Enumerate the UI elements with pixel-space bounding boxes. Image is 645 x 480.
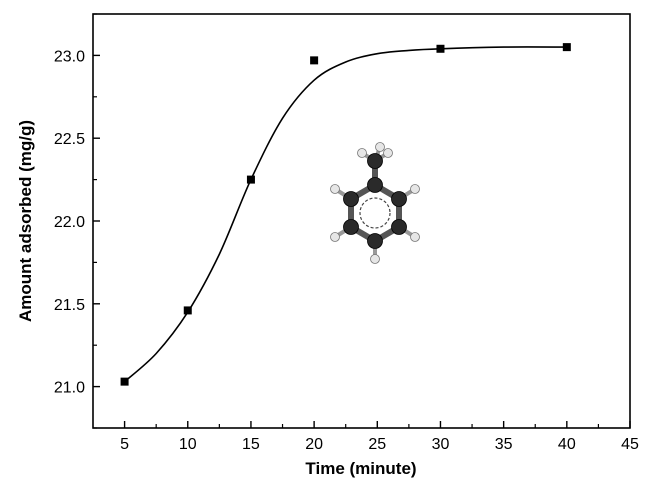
data-point (310, 56, 319, 65)
y-tick-label: 22.5 (54, 131, 85, 148)
data-point (436, 44, 445, 53)
x-tick-label: 30 (432, 436, 450, 453)
data-point (120, 377, 129, 386)
data-point (562, 43, 571, 52)
y-axis-title: Amount adsorbed (mg/g) (16, 120, 35, 322)
data-markers (120, 43, 571, 386)
y-tick-label: 23.0 (54, 48, 85, 65)
x-tick-label: 45 (621, 436, 639, 453)
fit-curve (124, 46, 567, 383)
x-tick-label: 40 (558, 436, 576, 453)
x-tick-label: 10 (179, 436, 197, 453)
data-point (183, 306, 192, 315)
y-tick-label: 22.0 (54, 214, 85, 231)
plot-frame (92, 13, 631, 429)
x-axis-ticks: 5 10 15 20 25 30 35 40 45 (120, 421, 639, 453)
x-axis-title: Time (minute) (305, 459, 416, 478)
x-tick-label: 15 (242, 436, 260, 453)
x-tick-label: 25 (368, 436, 386, 453)
toluene-molecule-icon (330, 142, 420, 264)
y-tick-label: 21.0 (54, 380, 85, 397)
x-tick-label: 5 (120, 436, 129, 453)
y-axis-ticks: 21.0 21.5 22.0 22.5 23.0 (54, 13, 100, 429)
x-tick-label: 20 (305, 436, 323, 453)
data-point (246, 175, 255, 184)
y-tick-label: 21.5 (54, 297, 85, 314)
x-tick-label: 35 (495, 436, 513, 453)
